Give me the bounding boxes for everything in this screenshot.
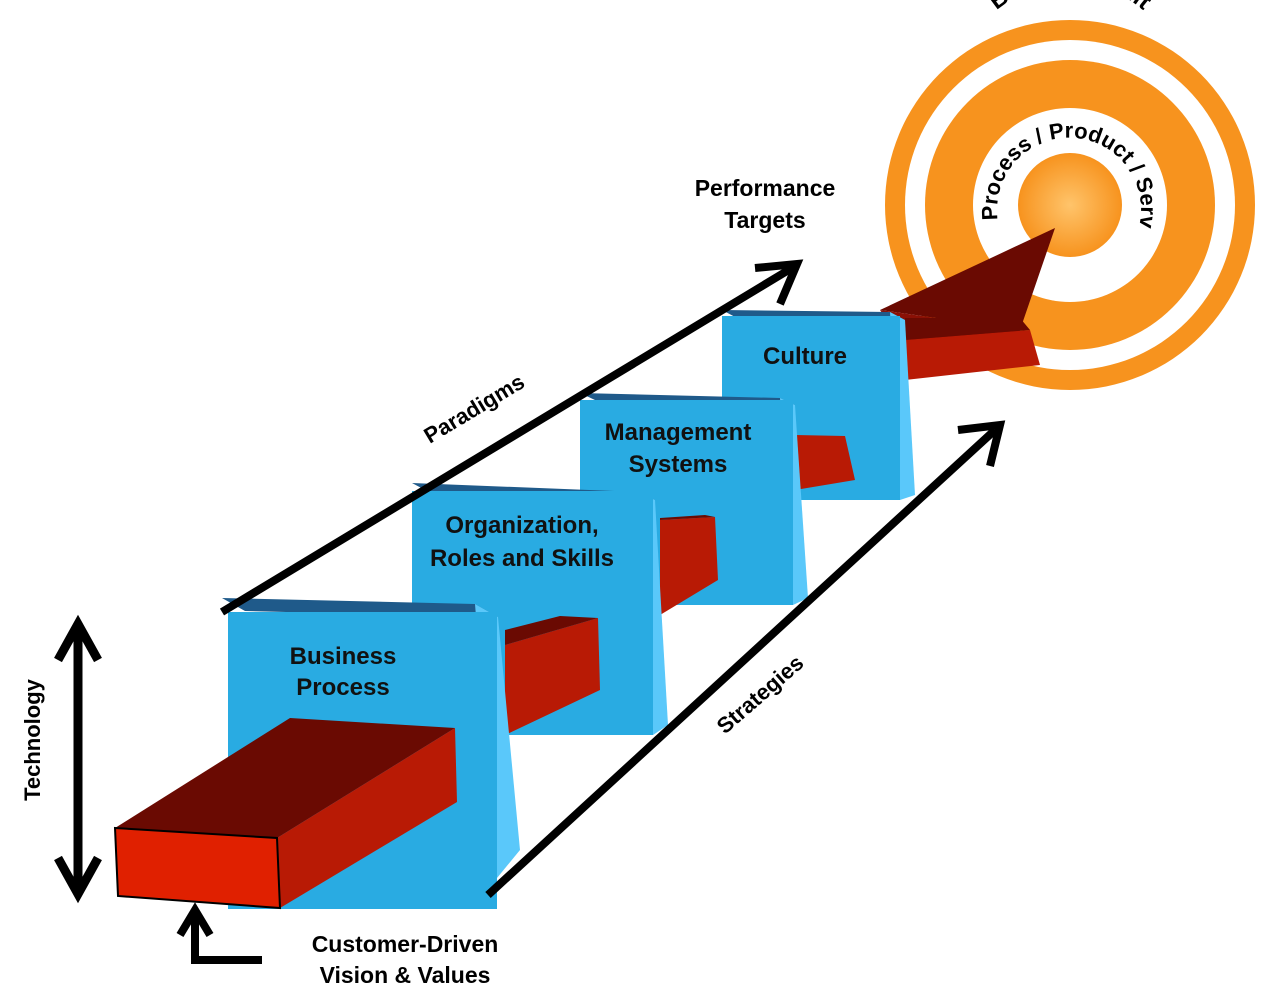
culture-label: Culture xyxy=(763,343,847,370)
organization-label-line1: Organization, xyxy=(445,512,598,539)
technology-label: Technology xyxy=(20,678,45,801)
performance-targets-line2: Targets xyxy=(724,207,805,233)
business-process-label-line1: Business xyxy=(290,643,397,670)
management-systems-label-line2: Systems xyxy=(629,451,728,478)
paradigms-arrow xyxy=(219,259,804,616)
customer-driven-line1: Customer-Driven xyxy=(312,931,499,957)
target: Business Unit Process / Product / Servic… xyxy=(0,0,1255,390)
beam-segment-4 xyxy=(905,318,1040,380)
performance-targets-line1: Performance xyxy=(695,175,836,201)
front-beam xyxy=(113,718,457,910)
customer-arrow xyxy=(176,902,262,964)
business-unit-label: Business Unit xyxy=(984,0,1157,15)
beam-segment-1 xyxy=(505,616,600,735)
business-process-label-line2: Process xyxy=(296,674,389,701)
management-systems-label-line1: Management xyxy=(605,419,752,446)
target-bullseye xyxy=(1018,153,1122,257)
strategies-label: Strategies xyxy=(712,650,809,739)
beam-segment-2 xyxy=(660,515,718,615)
organization-label-line2: Roles and Skills xyxy=(430,545,614,572)
technology-arrow xyxy=(54,614,102,904)
strategies-arrow xyxy=(485,420,1006,898)
beam-segment-3 xyxy=(795,435,855,490)
customer-driven-line2: Vision & Values xyxy=(320,962,491,988)
